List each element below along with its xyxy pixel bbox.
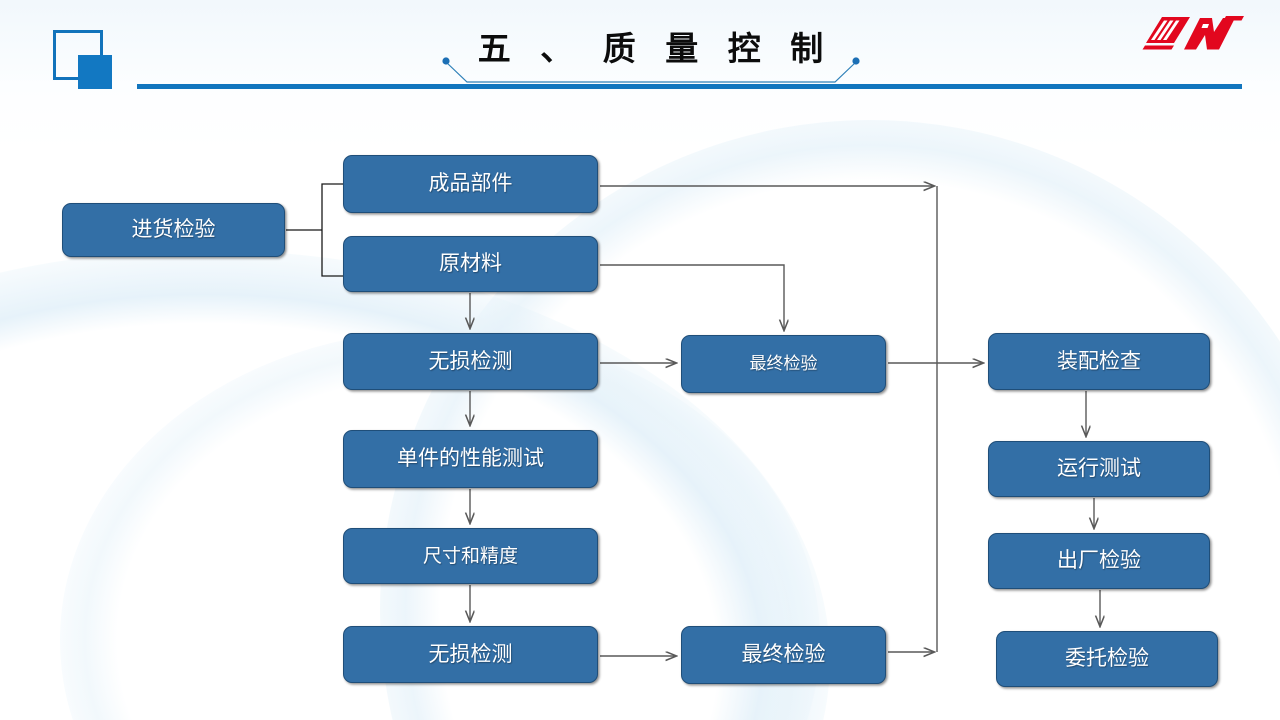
flow-node-label: 无损检测: [428, 348, 513, 373]
flow-node-finished-part[interactable]: 成品部件: [343, 155, 598, 213]
flow-node-label: 装配检查: [1057, 348, 1141, 373]
flow-node-raw-material[interactable]: 原材料: [343, 236, 598, 292]
flow-node-incoming[interactable]: 进货检验: [62, 203, 285, 257]
edge-bracket-split: [321, 183, 343, 277]
flow-node-label: 运行测试: [1057, 456, 1141, 481]
flow-node-perf-test[interactable]: 单件的性能测试: [343, 430, 598, 488]
flow-node-label: 最终检验: [741, 642, 826, 667]
flow-node-label: 原材料: [439, 251, 502, 276]
edge-raw-to-final1: [600, 264, 784, 330]
flow-node-final-insp-2[interactable]: 最终检验: [681, 626, 886, 684]
flow-node-label: 出厂检验: [1057, 548, 1141, 573]
flow-node-label: 最终检验: [749, 353, 818, 374]
flow-node-factory-insp[interactable]: 出厂检验: [988, 533, 1210, 589]
flow-node-label: 委托检验: [1065, 646, 1149, 671]
flow-node-assembly-check[interactable]: 装配检查: [988, 333, 1210, 390]
flow-node-label: 成品部件: [428, 171, 513, 196]
flow-node-label: 尺寸和精度: [422, 544, 518, 567]
flow-node-label: 单件的性能测试: [397, 446, 544, 471]
page-title: 五 、 质 量 控 制: [477, 29, 833, 68]
flow-node-ndt-bottom[interactable]: 无损检测: [343, 626, 598, 683]
header-divider: [137, 84, 1242, 89]
flow-node-label: 进货检验: [131, 217, 216, 242]
zn-company-logo: [1142, 16, 1244, 50]
flow-node-run-test[interactable]: 运行测试: [988, 441, 1210, 497]
flow-node-dim-accuracy[interactable]: 尺寸和精度: [343, 528, 598, 584]
decorative-square-filled-icon: [78, 55, 112, 89]
flow-node-final-insp-1[interactable]: 最终检验: [681, 335, 886, 393]
flow-node-label: 无损检测: [428, 641, 513, 666]
flow-node-ndt-top[interactable]: 无损检测: [343, 333, 598, 390]
flow-node-entrust-insp[interactable]: 委托检验: [996, 631, 1218, 687]
